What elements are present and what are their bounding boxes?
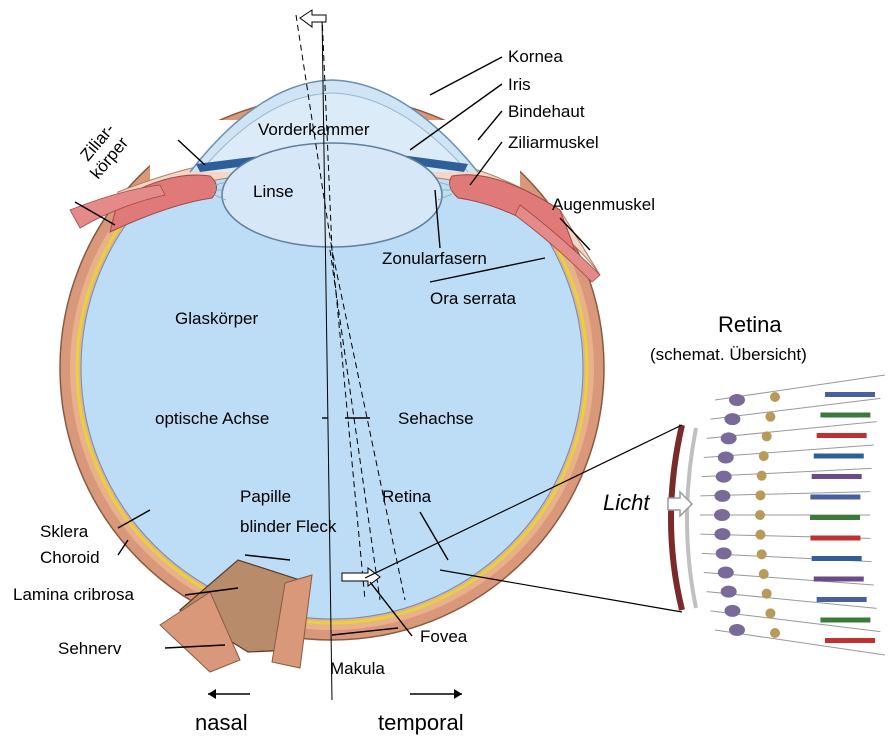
inset-inner-arc xyxy=(687,428,696,608)
inset-title: Retina xyxy=(718,312,782,337)
label-augenmuskel: Augenmuskel xyxy=(552,195,655,214)
label-choroid: Choroid xyxy=(40,548,100,567)
label-linse: Linse xyxy=(253,182,294,201)
label-optische-achse: optische Achse xyxy=(155,409,269,428)
label-retina: Retina xyxy=(382,487,432,506)
label-nasal: nasal xyxy=(195,710,248,735)
retina-cell-row xyxy=(704,445,874,464)
label-sehachse: Sehachse xyxy=(398,409,474,428)
label-iris: Iris xyxy=(508,75,531,94)
label-sehnerv: Sehnerv xyxy=(58,639,122,658)
retina-cell-row xyxy=(704,567,874,586)
inset-licht-label: Licht xyxy=(603,490,650,515)
retina-cell-rows xyxy=(700,375,885,655)
retina-cell-row xyxy=(700,490,870,502)
label-ora-serrata: Ora serrata xyxy=(430,289,517,308)
retina-cell-row xyxy=(700,509,870,521)
label-temporal: temporal xyxy=(378,710,464,735)
temporal-arrow-icon xyxy=(454,689,462,699)
label-lamina-cribrosa: Lamina cribrosa xyxy=(13,585,134,604)
inset-subtitle: (schemat. Übersicht) xyxy=(650,345,807,364)
label-sklera: Sklera xyxy=(40,522,89,541)
label-kornea: Kornea xyxy=(508,47,563,66)
label-ziliarmuskel: Ziliarmuskel xyxy=(508,133,599,152)
label-bindehaut: Bindehaut xyxy=(508,102,585,121)
label-papille: Papille xyxy=(240,487,291,506)
retina-cell-row xyxy=(702,468,872,482)
label-glaskoerper: Glaskörper xyxy=(175,309,258,328)
label-fovea: Fovea xyxy=(420,627,468,646)
label-makula: Makula xyxy=(330,659,385,678)
retina-cell-row xyxy=(700,528,870,540)
label-zonularfasern: Zonularfasern xyxy=(382,249,487,268)
nasal-arrow-icon xyxy=(208,689,216,699)
retina-cell-row xyxy=(702,547,872,561)
label-blinder-fleck: blinder Fleck xyxy=(240,517,337,536)
inset-outer-arc xyxy=(671,425,682,610)
label-vorderkammer: Vorderkammer xyxy=(258,120,370,139)
